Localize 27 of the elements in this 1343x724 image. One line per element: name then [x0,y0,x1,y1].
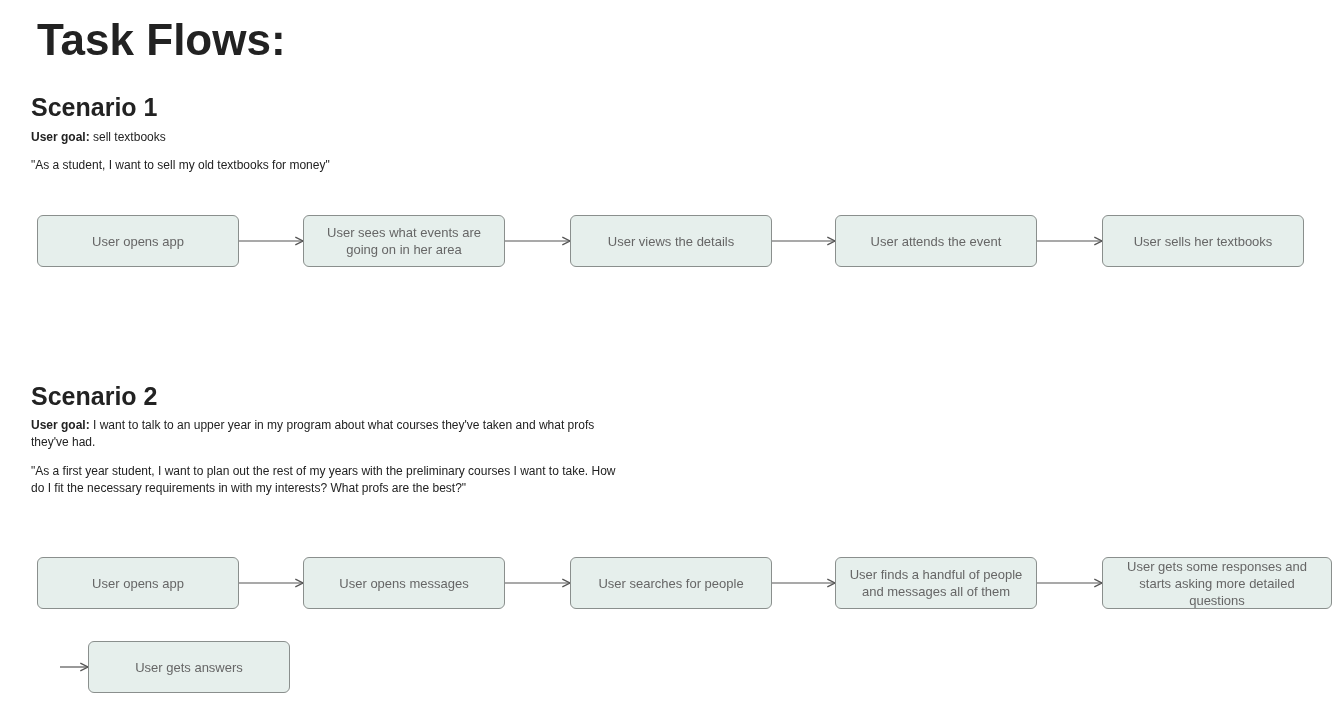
step-box: User searches for people [570,557,772,609]
step-box: User finds a handful of people and messages all of them [835,557,1037,609]
description-text: User goal: I want to talk to an upper year in my program about what courses they've taken and what profs they've had. [31,417,596,451]
arrow [238,578,304,588]
arrow [771,236,836,246]
step-box: User gets some responses and starts asking more detailed questions [1102,557,1332,609]
arrow [1036,578,1103,588]
arrow [59,662,89,672]
step-box: User gets answers [88,641,290,693]
step-box: User sees what events are going on in her area [303,215,505,267]
step-box: User opens app [37,557,239,609]
arrow [238,236,304,246]
step-box: User opens messages [303,557,505,609]
step-box: User attends the event [835,215,1037,267]
arrow [1036,236,1103,246]
description-text: "As a first year student, I want to plan out the rest of my years with the preliminary courses I want to take. How do I fit the necessary requirements in with my interests? What profs are the best?" [31,463,617,497]
arrow [771,578,836,588]
section-heading: Scenario 2 [31,381,159,412]
step-box: User views the details [570,215,772,267]
page-title: Task Flows: [37,14,286,66]
step-box: User opens app [37,215,239,267]
section-heading: Scenario 1 [31,92,159,123]
description-text: "As a student, I want to sell my old textbooks for money" [31,157,331,174]
arrow [504,578,571,588]
description-text: User goal: sell textbooks [31,129,167,146]
arrow [504,236,571,246]
step-box: User sells her textbooks [1102,215,1304,267]
